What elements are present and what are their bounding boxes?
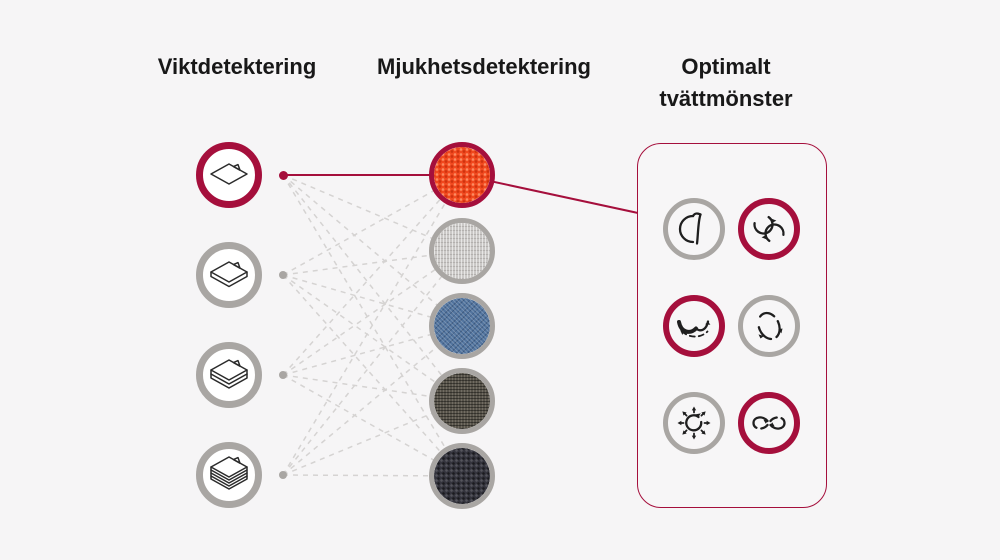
weight-node-dot-1: [279, 171, 288, 180]
softness-swatch-5-circle: [429, 443, 495, 509]
fabric-sheet-5-layers-icon: [210, 456, 248, 490]
softness-swatch-1-circle: [429, 142, 495, 208]
tumble-motion-icon: [678, 212, 702, 245]
weight-node-dot-2: [279, 271, 287, 279]
light-linen-swatch: [434, 223, 490, 279]
scrubbing-motion-icon: [676, 406, 712, 441]
fabric-sheet-1-layer-icon: [210, 163, 248, 185]
stepping-motion-icon: [757, 311, 783, 341]
weight-level-2-circle: [196, 242, 262, 308]
optimal-pattern-heading-line2: tvättmönster: [659, 86, 793, 111]
softness-swatch-3-circle: [429, 293, 495, 359]
softness-swatch-2-circle: [429, 218, 495, 284]
denim-swatch: [434, 298, 490, 354]
swing-motion-icon: [677, 320, 711, 338]
dark-weave-swatch: [434, 373, 490, 429]
optimal-pattern-heading: Optimalt tvättmönster: [659, 51, 792, 115]
pattern-filtration-circle: [738, 392, 800, 454]
weight-level-4-circle: [196, 442, 262, 508]
charcoal-knit-swatch: [434, 448, 490, 504]
pattern-tumble-circle: [663, 198, 725, 260]
weight-level-3-circle: [196, 342, 262, 408]
weight-level-1-circle: [196, 142, 262, 208]
weight-node-dot-4: [279, 471, 287, 479]
optimal-pattern-heading-line1: Optimalt: [681, 54, 771, 79]
pattern-scrubbing-circle: [663, 392, 725, 454]
rolling-motion-icon: [753, 214, 785, 244]
softness-swatch-4-circle: [429, 368, 495, 434]
orange-knit-swatch: [434, 147, 490, 203]
weight-node-dot-3: [279, 371, 287, 379]
softness-detection-heading: Mjukhetsdetektering: [377, 54, 591, 79]
fabric-sheet-2-layers-icon: [210, 261, 248, 288]
filtration-motion-icon: [752, 416, 786, 430]
pattern-stepping-circle: [738, 295, 800, 357]
weight-detection-heading: Viktdetektering: [157, 54, 317, 79]
fabric-sheet-3-layers-icon: [210, 359, 248, 389]
pattern-rolling-circle: [738, 198, 800, 260]
pattern-swing-circle: [663, 295, 725, 357]
